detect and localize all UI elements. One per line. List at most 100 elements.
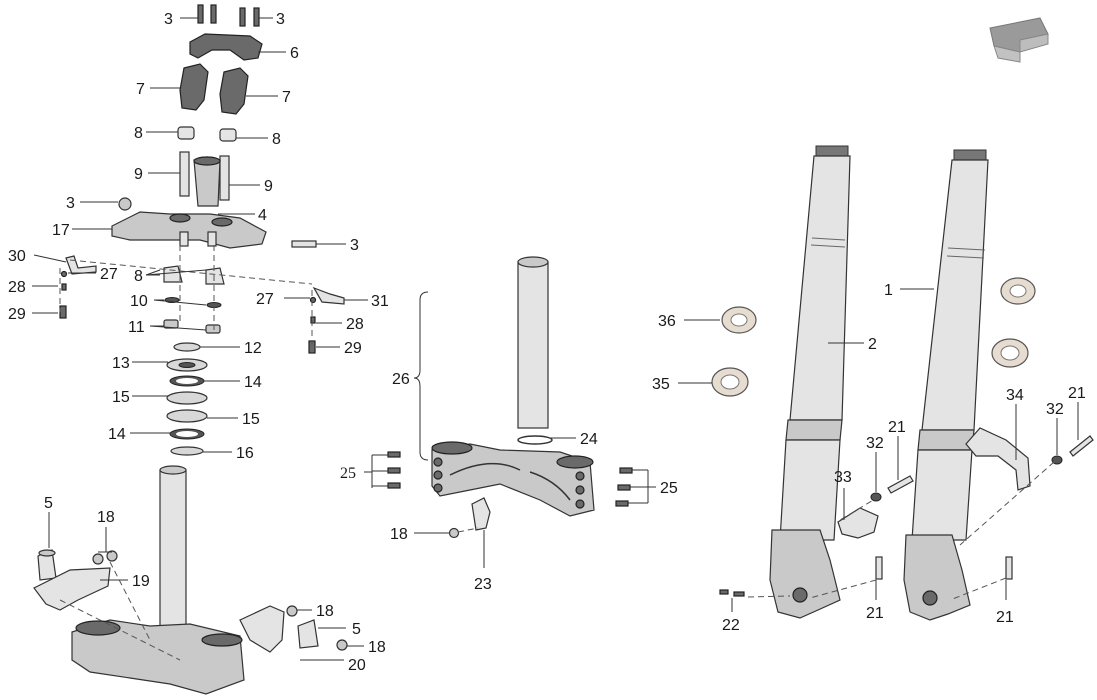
callout-18-a: 18 [97, 509, 115, 526]
callout-35: 35 [652, 376, 670, 393]
callout-27-a: 27 [100, 266, 118, 283]
handlebar-riser-left [179, 63, 209, 111]
callout-13: 13 [112, 355, 130, 372]
stud-left [179, 151, 190, 197]
callout-21-d: 21 [996, 609, 1014, 626]
callout-4: 4 [258, 207, 267, 224]
callout-31: 31 [371, 293, 389, 310]
callout-20: 20 [348, 657, 366, 674]
bolt-3-small [118, 197, 132, 211]
callout-15-b: 15 [242, 411, 260, 428]
callout-29-b: 29 [344, 340, 362, 357]
callout-15-a: 15 [112, 389, 130, 406]
callout-26: 26 [392, 371, 410, 388]
callout-25-b: 25 [660, 480, 678, 497]
callout-8-b: 8 [272, 131, 281, 148]
callout-27-b: 27 [256, 291, 274, 308]
stud-right [219, 155, 230, 201]
callout-32-a: 32 [1046, 401, 1064, 418]
bushing-lower-left [163, 265, 183, 283]
callout-3-c: 3 [66, 195, 75, 212]
callout-28-b: 28 [346, 316, 364, 333]
callout-34: 34 [1006, 387, 1024, 404]
callout-16: 16 [236, 445, 254, 462]
callout-9-b: 9 [264, 178, 273, 195]
callout-3-a: 3 [164, 11, 173, 28]
callout-18-b: 18 [316, 603, 334, 620]
callout-9-a: 9 [134, 166, 143, 183]
bracket-19 [33, 567, 111, 611]
clip-23 [471, 497, 491, 531]
ring-15b [166, 409, 208, 423]
ring-16 [170, 446, 204, 456]
callout-25-a: 25 [340, 465, 356, 482]
callout-12: 12 [244, 340, 262, 357]
circlip-24 [517, 435, 553, 445]
bracket-30 [65, 255, 97, 275]
direction-arrow-icon [989, 17, 1049, 63]
bushing-upper-right [219, 128, 237, 142]
bolts-25-right [615, 467, 633, 507]
callout-17: 17 [52, 222, 70, 239]
nut-11-right [205, 324, 221, 334]
handlebar-riser-right [219, 67, 249, 115]
callout-36: 36 [658, 313, 676, 330]
callout-30: 30 [8, 248, 26, 265]
fork-foot-right [903, 534, 971, 621]
callout-14-b: 14 [108, 426, 126, 443]
fork-foot-left [769, 529, 841, 619]
nut-18-b [106, 550, 118, 562]
callout-2: 2 [868, 336, 877, 353]
callout-28-a: 28 [8, 279, 26, 296]
callout-7-a: 7 [136, 81, 145, 98]
callout-3-d: 3 [350, 237, 359, 254]
callout-5-a: 5 [44, 495, 53, 512]
bracket-34 [965, 427, 1031, 491]
fork-leg-right [903, 149, 989, 621]
ring-12 [173, 342, 201, 352]
washer-32-left [870, 492, 882, 502]
left-callouts: 3 3 6 7 7 8 8 9 9 3 4 17 3 30 27 28 29 [8, 11, 389, 674]
callout-3-b: 3 [276, 11, 285, 28]
bolt-3-side [291, 240, 317, 248]
middle-callouts: 26 24 25 25 18 23 [340, 371, 678, 593]
stem-tube [517, 261, 549, 429]
callout-10: 10 [130, 293, 148, 310]
callout-7-b: 7 [282, 89, 291, 106]
washer-32-right [1051, 455, 1063, 465]
handlebar-clamp [189, 33, 263, 61]
callout-22: 22 [722, 617, 740, 634]
callout-5-b: 5 [352, 621, 361, 638]
lower-yoke-middle [431, 443, 595, 517]
callout-21-a: 21 [1068, 385, 1086, 402]
left-steering-assembly [33, 4, 348, 695]
steering-stem [159, 469, 187, 631]
ring-15a [166, 391, 208, 405]
lower-yoke [71, 619, 245, 695]
bolts-25-left [387, 451, 401, 489]
middle-yoke-assembly [387, 256, 633, 539]
callout-8-a: 8 [134, 125, 143, 142]
bushing-lower-right [205, 267, 225, 285]
nut-18-middle [448, 527, 460, 539]
right-callouts: 1 2 36 35 34 21 32 21 32 33 21 21 22 [652, 282, 1086, 634]
callout-18-c: 18 [368, 639, 386, 656]
bushing-upper-left [177, 126, 195, 140]
bolts-3-left [197, 4, 260, 27]
callout-21-c: 21 [866, 605, 884, 622]
callout-29-a: 29 [8, 306, 26, 323]
callout-33: 33 [834, 469, 852, 486]
callout-11: 11 [128, 319, 145, 336]
callout-8-c: 8 [134, 268, 143, 285]
callout-1: 1 [884, 282, 893, 299]
right-fork-assembly [711, 145, 1094, 621]
callout-19: 19 [132, 573, 150, 590]
fork-leg-left [769, 145, 851, 619]
callout-24: 24 [580, 431, 598, 448]
callout-23: 23 [474, 576, 492, 593]
nut-18-a [92, 553, 104, 565]
callout-21-b: 21 [888, 419, 906, 436]
bracket-31 [312, 286, 345, 305]
bolts-21 [875, 435, 1094, 580]
